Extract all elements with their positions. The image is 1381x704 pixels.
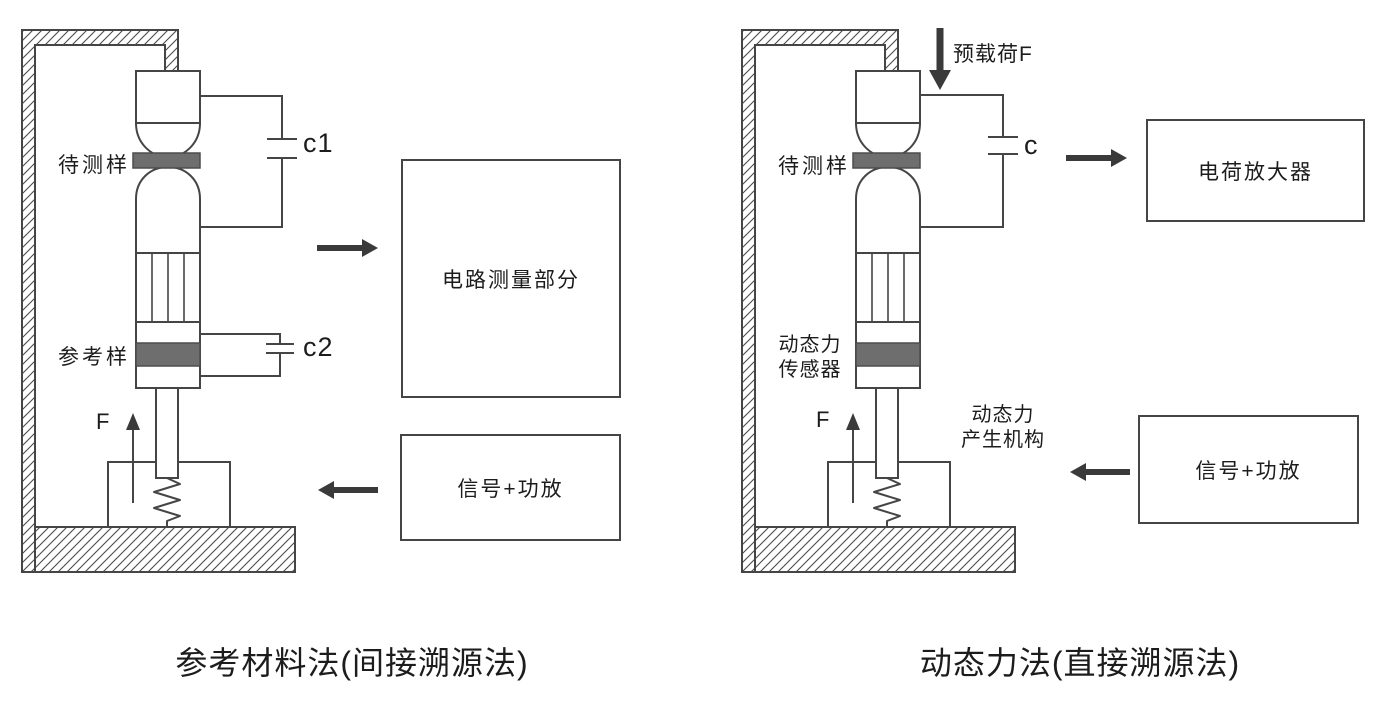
box-circuit-measurement-label: 电路测量部分 [442,268,580,292]
lower-dome-left [135,165,201,254]
capacitor-c-wire [920,94,1004,228]
flow-arrow-from-signal-right-head [1070,463,1086,481]
reference-sample-bar-left [135,342,201,367]
spring-right [873,477,901,527]
test-sample-bar-right [852,152,921,169]
top-block-right [855,70,921,124]
label-test-sample-right: 待测样 [778,155,850,178]
upper-dome-left [134,122,202,159]
force-arrow-head-right [846,413,860,430]
capacitor-c2-wire [200,333,281,377]
label-reference-sample: 参考样 [58,346,130,369]
box-circuit-measurement: 电路测量部分 [401,159,621,398]
label-preload-force: 预载荷F [953,43,1033,66]
force-sensor-bar-right [855,342,921,367]
capacitor-c1-plates [267,138,297,159]
box-signal-amp-left: 信号+功放 [400,434,621,541]
floor-left [34,526,296,573]
capacitor-c2-plates [266,343,294,354]
test-sample-bar-left [132,152,201,169]
push-rod-left [155,387,179,479]
label-dynamic-force-sensor-line1: 动态力 [778,334,842,356]
floor-right [754,526,1016,573]
preload-arrow-head [929,70,951,90]
piezo-stack-stripes-left [151,253,185,322]
label-dynamic-force-mechanism-line2: 产生机构 [961,429,1045,451]
piezo-stack-stripes-right [871,253,905,322]
label-dynamic-force-mechanism: 动态力 产生机构 [948,403,1058,453]
flow-arrow-from-signal-left-head [318,481,334,499]
box-signal-amp-right: 信号+功放 [1138,415,1359,524]
flow-arrow-to-circuit-head [362,239,378,257]
label-dynamic-force-mechanism-line1: 动态力 [971,404,1035,426]
wall-bracket-left [21,29,179,573]
caption-left-method: 参考材料法(间接溯源法) [175,645,529,681]
wall-bracket-right [741,29,899,573]
spring-left [153,477,181,527]
caption-right-method: 动态力法(直接溯源法) [919,645,1241,681]
push-rod-right [875,387,899,479]
box-signal-amp-right-label: 信号+功放 [1195,459,1302,483]
box-signal-amp-left-label: 信号+功放 [457,477,564,501]
shaker-box-right [827,461,951,528]
label-capacitor-c1: c1 [303,128,334,158]
label-dynamic-force-sensor: 动态力 传感器 [770,333,850,383]
upper-dome-right [854,122,922,159]
capacitor-c1-wire [200,95,283,228]
label-test-sample-left: 待测样 [58,154,130,177]
force-arrow-head-left [126,413,140,430]
top-block-left [135,70,201,124]
box-charge-amplifier-label: 电荷放大器 [1198,160,1313,184]
flow-arrow-to-charge-amp-head [1111,149,1127,167]
label-capacitor-c: c [1024,130,1039,160]
box-charge-amplifier: 电荷放大器 [1146,119,1365,222]
label-force-right: F [816,407,830,432]
capacitor-c-plates [988,136,1018,155]
label-force-left: F [96,409,110,434]
label-dynamic-force-sensor-line2: 传感器 [778,359,842,381]
label-capacitor-c2: c2 [303,332,334,362]
lower-dome-right [855,165,921,254]
